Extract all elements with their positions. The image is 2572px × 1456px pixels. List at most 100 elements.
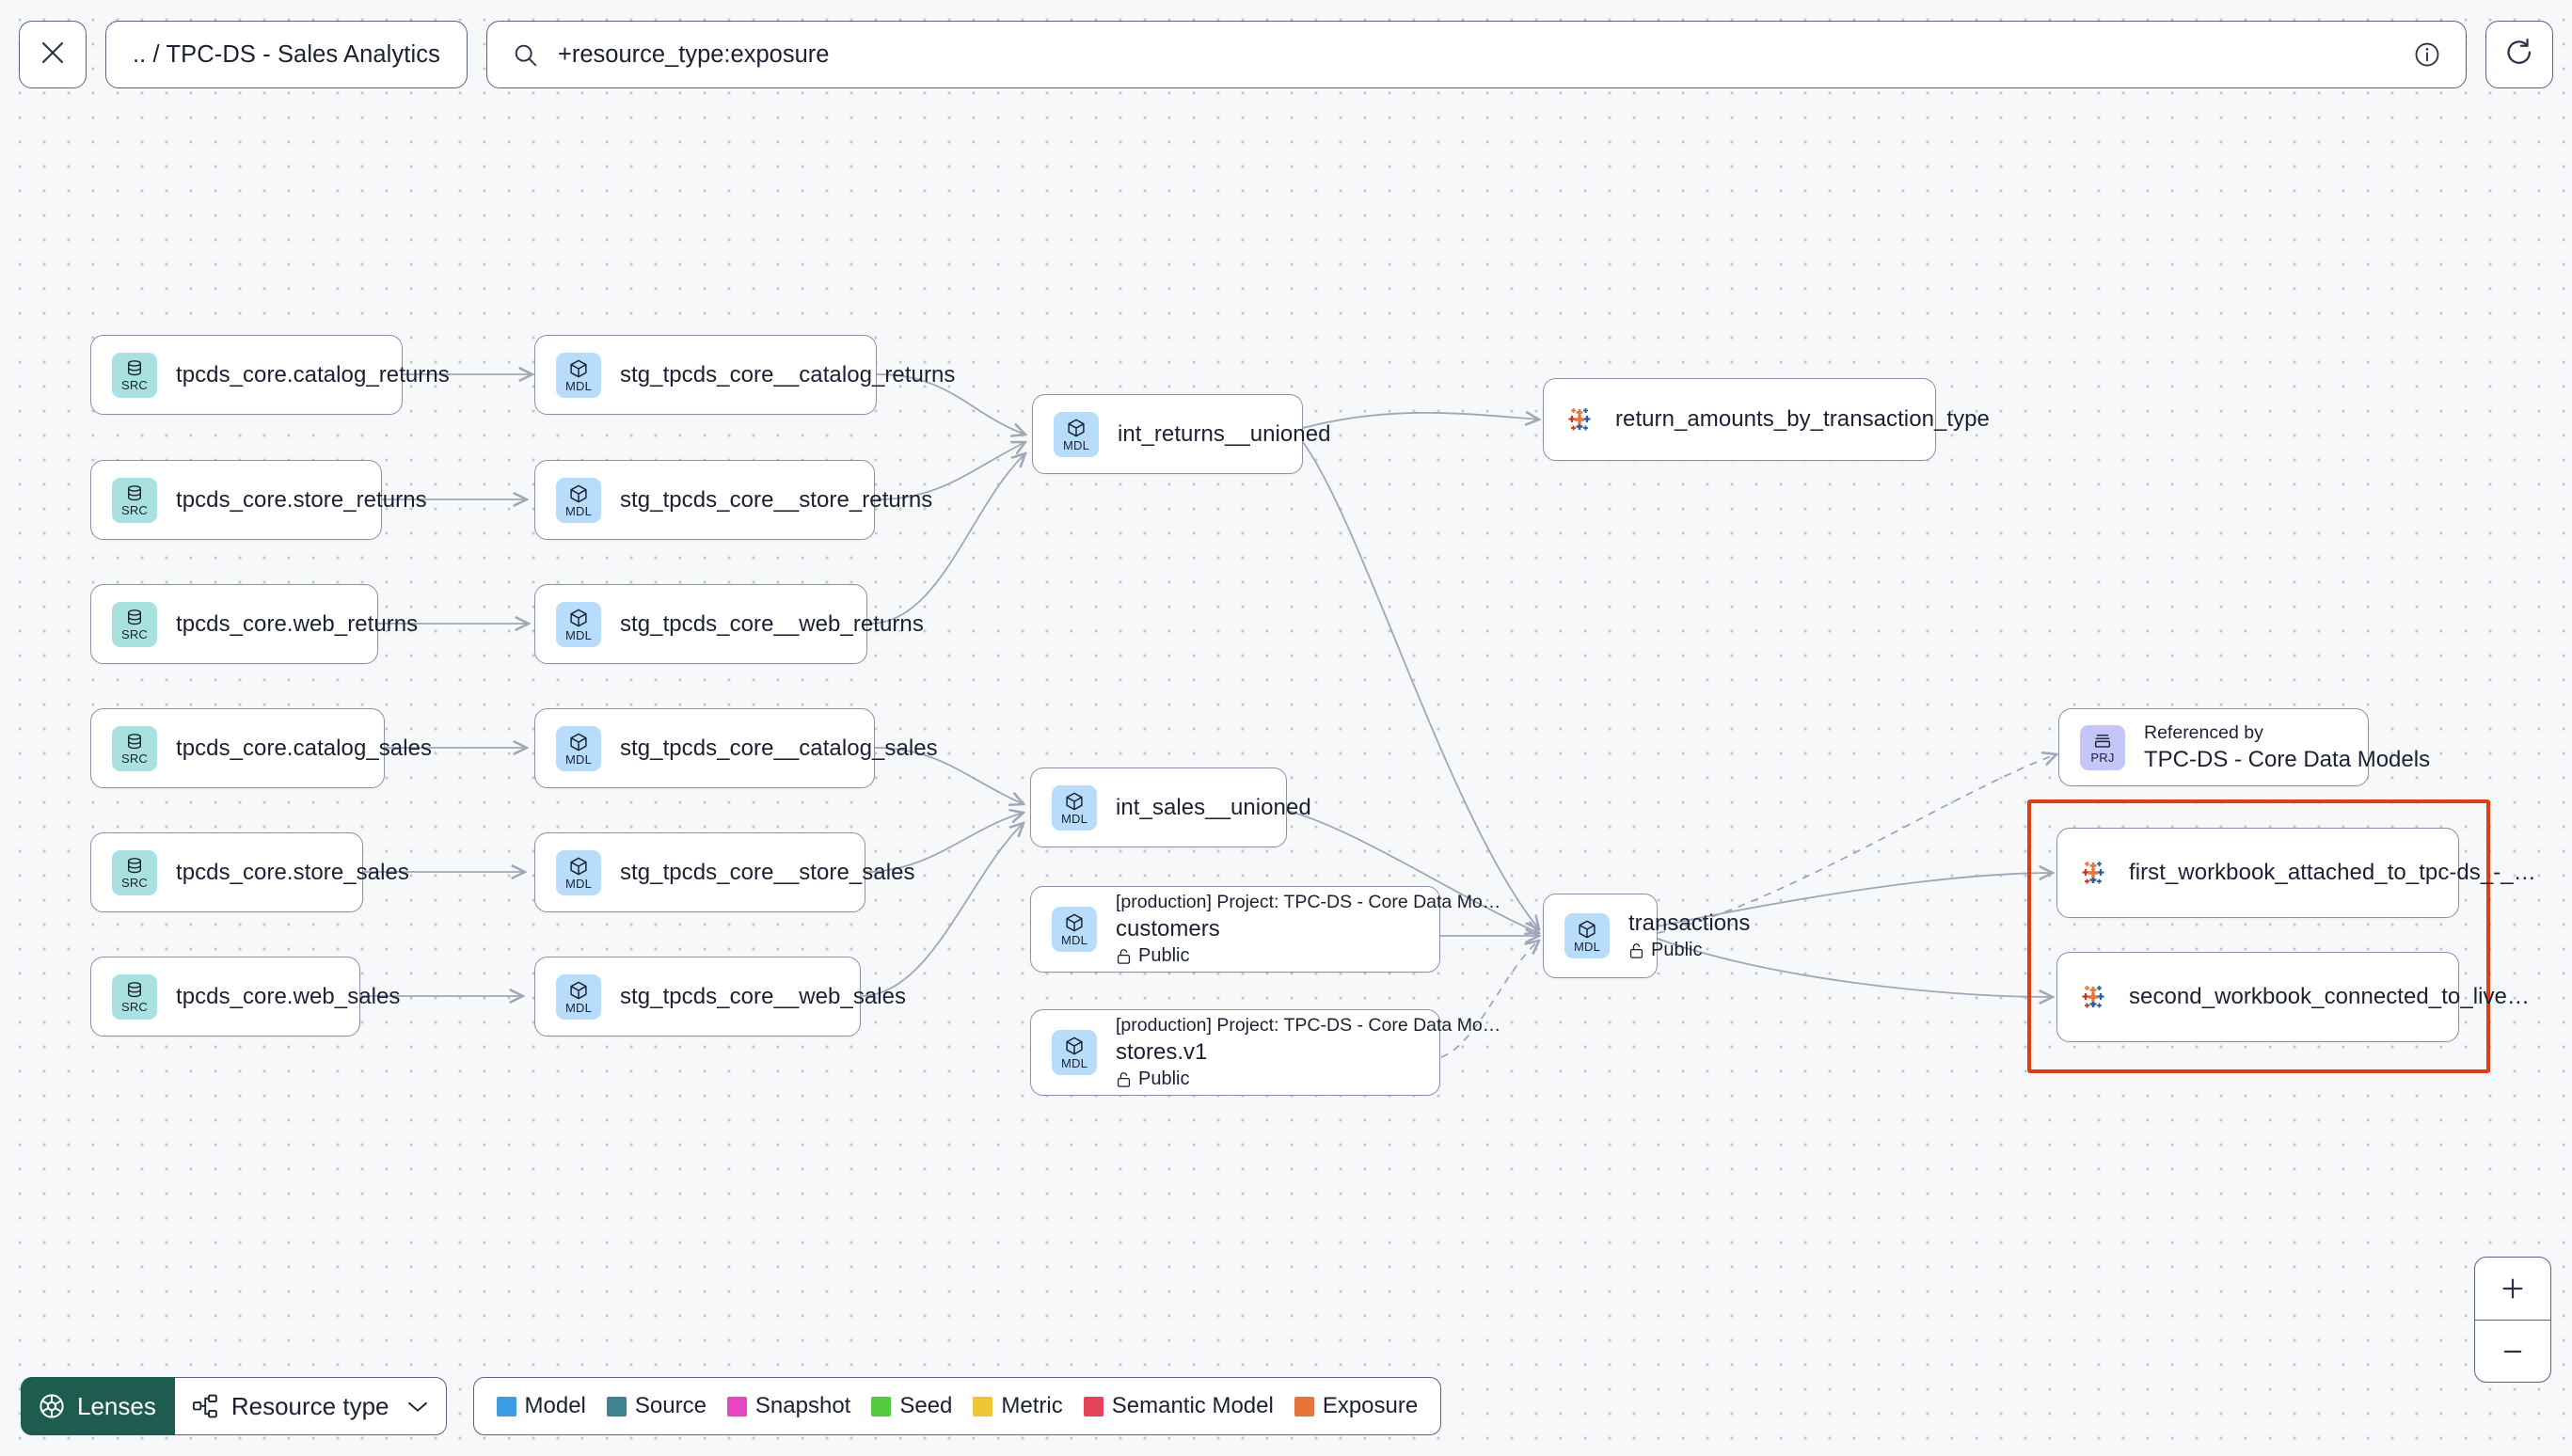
src-badge-icon: SRC [112,352,157,398]
node-label: transactions [1628,910,1751,936]
graph-node-model[interactable]: MDL stg_tpcds_core__store_returns [534,460,932,540]
legend-item: Exposure [1294,1393,1418,1419]
badge-label: SRC [120,627,149,641]
tableau-exposure-icon [1564,404,1596,435]
plus-icon [2500,1275,2526,1302]
node-label: tpcds_core.catalog_sales [176,735,433,761]
search-input[interactable]: +resource_type:exposure [485,21,2467,88]
node-label: stores.v1 [1116,1039,1208,1065]
node-label: TPC-DS - Core Data Models [2144,746,2431,772]
src-badge-icon: SRC [112,849,157,895]
minus-icon [2500,1338,2526,1365]
node-access-badge: Public [1116,945,1419,967]
exposure-highlight-box [2027,799,2490,1073]
node-label: int_returns__unioned [1118,420,1331,447]
legend-swatch-snapshot [726,1396,747,1416]
mdl-badge-icon: MDL [556,725,601,771]
legend-label: Exposure [1322,1393,1419,1418]
graph-node-model[interactable]: MDL stg_tpcds_core__catalog_sales [534,708,938,788]
badge-label: SRC [120,752,149,766]
mdl-badge-icon: MDL [556,849,601,895]
legend-swatch-exposure [1294,1396,1314,1416]
graph-node-exposure[interactable]: return_amounts_by_transaction_type [1543,378,1990,461]
graph-node-source[interactable]: SRC tpcds_core.web_returns [90,584,418,664]
graph-node-source[interactable]: SRC tpcds_core.store_returns [90,460,427,540]
node-access-badge: Public [1628,940,1702,961]
node-label: tpcds_core.catalog_returns [176,361,450,388]
badge-label: MDL [564,503,593,518]
breadcrumb[interactable]: .. / TPC-DS - Sales Analytics [105,21,468,88]
legend-swatch-seed [871,1396,892,1416]
node-access-badge: Public [1116,1068,1419,1090]
graph-node-project[interactable]: PRJ Referenced by TPC-DS - Core Data Mod… [2058,708,2431,786]
legend-item: Seed [871,1393,952,1419]
search-query-text: +resource_type:exposure [557,40,830,68]
node-label: tpcds_core.web_returns [176,610,419,637]
badge-label: MDL [564,876,593,891]
zoom-in-button[interactable] [2475,1258,2550,1320]
mdl-badge-icon: MDL [1052,907,1097,952]
aperture-icon [38,1392,66,1420]
graph-node-source[interactable]: SRC tpcds_core.catalog_sales [90,708,432,788]
node-label: second_workbook_connected_to_live… [2129,984,2530,1009]
legend-swatch-metric [973,1396,993,1416]
lock-open-icon [1628,942,1644,959]
legend-label: Model [524,1393,586,1418]
badge-label: MDL [1060,1056,1088,1070]
badge-label: MDL [1060,933,1088,947]
legend-item: Model [496,1393,586,1419]
src-badge-icon: SRC [112,725,157,771]
resource-type-label: Resource type [230,1391,389,1420]
graph-node-model[interactable]: MDL stg_tpcds_core__web_returns [534,584,924,664]
graph-node-source[interactable]: SRC tpcds_core.web_sales [90,957,400,1037]
legend-item: Source [606,1393,707,1419]
graph-node-model[interactable]: MDL [production] Project: TPC-DS - Core … [1030,886,1500,973]
top-toolbar: .. / TPC-DS - Sales Analytics +resource_… [0,0,2572,109]
lock-open-icon [1116,947,1132,965]
resource-type-dropdown[interactable]: Resource type [174,1377,447,1435]
node-label: stg_tpcds_core__web_returns [620,610,924,637]
zoom-out-button[interactable] [2475,1320,2550,1382]
graph-node-model[interactable]: MDL int_sales__unioned [1030,768,1311,847]
badge-label: MDL [564,378,593,393]
node-body: transactions Public [1628,910,1751,961]
mdl-badge-icon: MDL [1052,784,1097,831]
close-button[interactable] [19,21,87,88]
badge-label: MDL [1060,811,1088,826]
legend-swatch-semantic-model [1083,1396,1103,1416]
zoom-controls [2474,1257,2551,1383]
node-referenced-by-label: Referenced by [2144,721,2263,743]
node-label: stg_tpcds_core__web_sales [620,983,907,1009]
node-label: tpcds_core.store_sales [176,859,409,885]
refresh-button[interactable] [2485,21,2553,88]
node-label: stg_tpcds_core__catalog_sales [620,735,938,761]
bottom-toolbar: Lenses Resource type [21,1377,1442,1435]
chevron-down-icon [403,1400,429,1414]
lenses-button[interactable]: Lenses [21,1377,175,1435]
graph-node-exposure[interactable]: second_workbook_connected_to_live… [2056,952,2530,1042]
mdl-badge-icon: MDL [1052,1030,1097,1075]
graph-node-model[interactable]: MDL stg_tpcds_core__store_sales [534,832,914,912]
legend-label: Semantic Model [1111,1393,1274,1418]
node-access-label: Public [1138,945,1190,966]
legend-label: Source [634,1393,707,1418]
graph-node-model[interactable]: MDL transactions Public [1543,894,1751,978]
graph-node-model[interactable]: MDL stg_tpcds_core__web_sales [534,957,906,1037]
lock-open-icon [1116,1070,1132,1088]
legend-item: Metric [973,1393,1063,1419]
graph-node-exposure[interactable]: first_workbook_attached_to_tpc-ds_-_… [2056,828,2536,918]
graph-node-model[interactable]: MDL [production] Project: TPC-DS - Core … [1030,1009,1500,1096]
graph-node-model[interactable]: MDL stg_tpcds_core__catalog_returns [534,335,955,415]
legend-label: Metric [1001,1393,1063,1418]
mdl-badge-icon: MDL [556,601,601,647]
node-label: stg_tpcds_core__store_returns [620,486,933,513]
prj-badge-icon: PRJ [2080,724,2125,770]
graph-node-source[interactable]: SRC tpcds_core.store_sales [90,832,409,912]
node-body: [production] Project: TPC-DS - Core Data… [1116,892,1500,967]
lens-control-group: Lenses Resource type [21,1377,447,1435]
hierarchy-icon [192,1393,218,1419]
graph-node-source[interactable]: SRC tpcds_core.catalog_returns [90,335,450,415]
graph-node-model[interactable]: MDL int_returns__unioned [1032,394,1330,474]
mdl-badge-icon: MDL [556,973,601,1020]
info-icon[interactable] [2413,40,2441,69]
